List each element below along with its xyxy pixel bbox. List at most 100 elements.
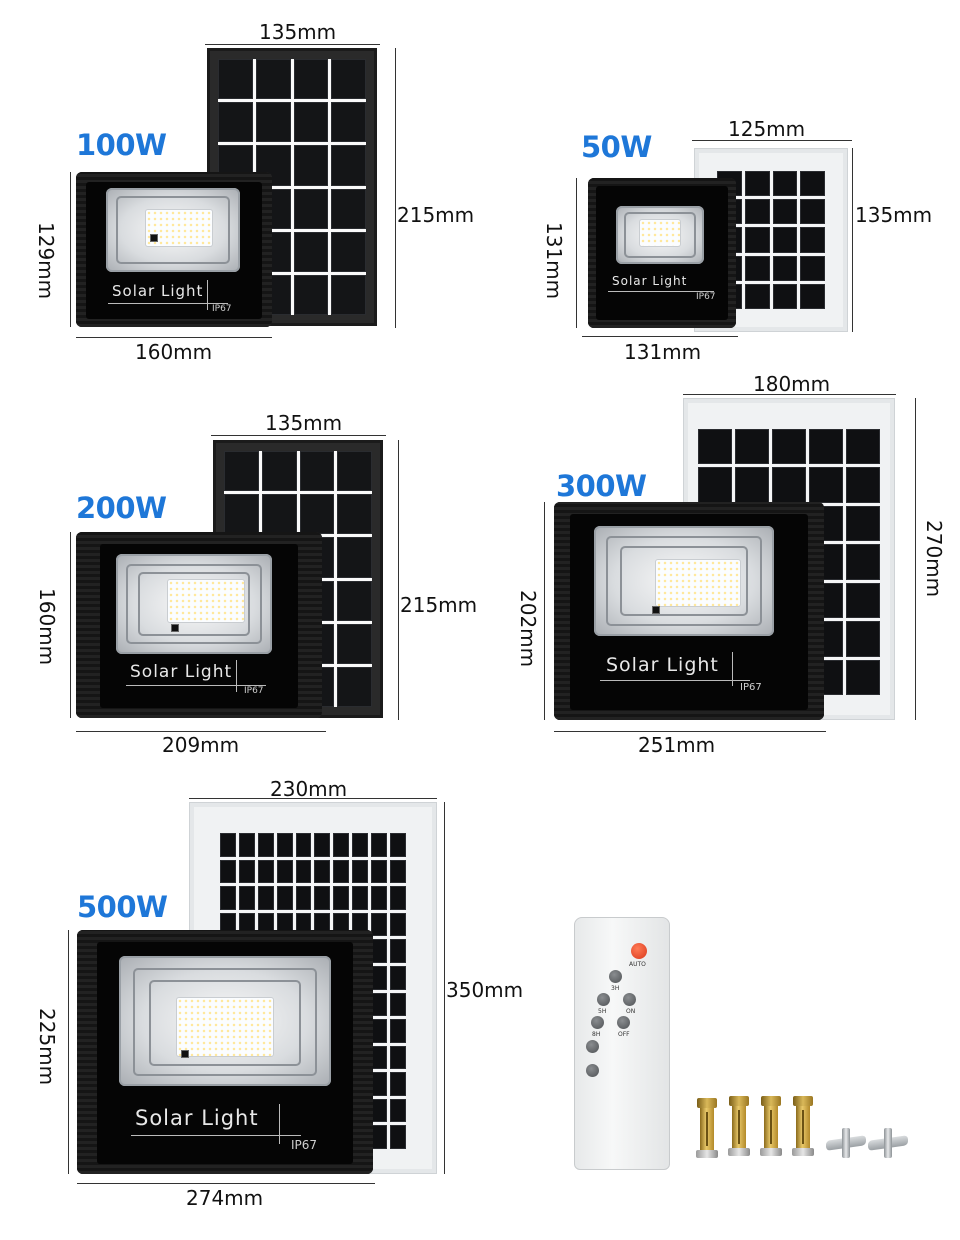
- solar-cell: [337, 580, 372, 621]
- solar-cell: [295, 859, 312, 884]
- solar-cell: [390, 886, 406, 910]
- panel-width-label: 125mm: [728, 117, 806, 141]
- solar-cell: [218, 102, 253, 143]
- solar-cell: [390, 912, 406, 937]
- dimension-line: [544, 502, 545, 720]
- expansion-anchor-icon: [792, 1096, 814, 1160]
- solar-cell: [846, 467, 880, 503]
- ip-rating-label: IP67: [244, 686, 264, 696]
- dimension-line: [70, 172, 71, 327]
- wattage-label: 100W: [76, 128, 167, 162]
- dimension-line: [398, 440, 399, 720]
- solar-cell: [390, 992, 406, 1017]
- solar-cell: [314, 886, 331, 910]
- solar-cell: [220, 859, 236, 884]
- solar-cell: [772, 255, 798, 281]
- panel-height-label: 350mm: [446, 978, 524, 1002]
- flood-light: Solar Light IP67: [76, 172, 272, 327]
- wing-bolt-bracket-icon: [824, 1124, 868, 1164]
- solar-cell: [390, 1125, 406, 1149]
- solar-cell: [371, 992, 388, 1017]
- solar-cell: [846, 582, 880, 619]
- wattage-label: 500W: [77, 890, 168, 924]
- solar-cell: [744, 199, 770, 225]
- solar-cell: [220, 833, 236, 857]
- solar-cell: [257, 886, 274, 910]
- solar-cell: [371, 912, 388, 937]
- expansion-anchor-icon: [696, 1098, 718, 1162]
- solar-cell: [390, 859, 406, 884]
- solar-cell: [744, 227, 770, 253]
- expansion-anchor-icon: [728, 1096, 750, 1160]
- solar-panel: [207, 48, 377, 326]
- solar-cell: [293, 59, 329, 100]
- dimension-line: [683, 394, 896, 395]
- wattage-label: 50W: [581, 130, 652, 164]
- solar-cell: [314, 859, 331, 884]
- solar-cell: [224, 494, 259, 535]
- panel-height-label: 135mm: [855, 203, 933, 227]
- solar-cell: [371, 1072, 388, 1096]
- lamp-height-label: 160mm: [35, 588, 59, 666]
- solar-cell: [371, 1125, 388, 1149]
- solar-cell: [735, 429, 769, 465]
- solar-cell: [800, 199, 825, 225]
- lamp-height-label: 225mm: [35, 1008, 59, 1086]
- solar-cell: [255, 59, 291, 100]
- dimension-line: [211, 435, 386, 436]
- solar-cell: [299, 451, 335, 492]
- solar-cell: [261, 494, 297, 535]
- dimension-line: [576, 178, 577, 328]
- ip-rating-label: IP67: [696, 292, 716, 302]
- brand-label: Solar Light: [112, 282, 204, 300]
- dimension-line: [852, 148, 853, 332]
- solar-cell: [261, 451, 297, 492]
- flood-light: Solar Light IP67: [588, 178, 736, 328]
- solar-cell: [371, 939, 388, 963]
- wattage-label: 200W: [76, 491, 167, 525]
- solar-cell: [744, 171, 770, 197]
- solar-cell: [744, 255, 770, 281]
- solar-cell: [772, 227, 798, 253]
- remote-button: [586, 1064, 599, 1077]
- solar-cell: [295, 833, 312, 857]
- solar-cell: [276, 859, 293, 884]
- panel-width-label: 135mm: [265, 411, 343, 435]
- solar-cell: [735, 467, 769, 503]
- wattage-label: 300W: [556, 469, 647, 503]
- solar-cell: [772, 171, 798, 197]
- solar-cell: [390, 833, 406, 857]
- solar-cell: [293, 188, 329, 229]
- ip-rating-label: IP67: [740, 682, 762, 693]
- dimension-line: [395, 48, 396, 328]
- panel-height-label: 215mm: [400, 593, 478, 617]
- 8h-button: [591, 1016, 604, 1029]
- lamp-width-label: 274mm: [186, 1186, 264, 1210]
- solar-cell: [390, 1098, 406, 1123]
- brand-label: Solar Light: [612, 274, 688, 288]
- solar-cell: [218, 59, 253, 100]
- solar-cell: [772, 283, 798, 309]
- solar-cell: [331, 59, 366, 100]
- solar-cell: [352, 886, 369, 910]
- solar-cell: [293, 102, 329, 143]
- 8h-button-label: 8H: [592, 1031, 601, 1038]
- brand-label: Solar Light: [606, 654, 719, 676]
- lamp-height-label: 202mm: [516, 590, 540, 668]
- solar-cell: [238, 859, 255, 884]
- auto-button: [631, 943, 647, 959]
- dimension-line: [205, 44, 380, 45]
- 3h-button: [609, 970, 622, 983]
- solar-cell: [331, 102, 366, 143]
- lamp-width-label: 131mm: [624, 340, 702, 364]
- solar-cell: [371, 859, 388, 884]
- solar-cell: [293, 274, 329, 315]
- dimension-line: [444, 802, 445, 1174]
- solar-cell: [352, 833, 369, 857]
- flood-light: Solar Light IP67: [76, 532, 322, 718]
- solar-cell: [293, 231, 329, 272]
- on-button-label: ON: [626, 1008, 636, 1015]
- solar-cell: [224, 451, 259, 492]
- lamp-width-label: 160mm: [135, 340, 213, 364]
- solar-cell: [293, 145, 329, 186]
